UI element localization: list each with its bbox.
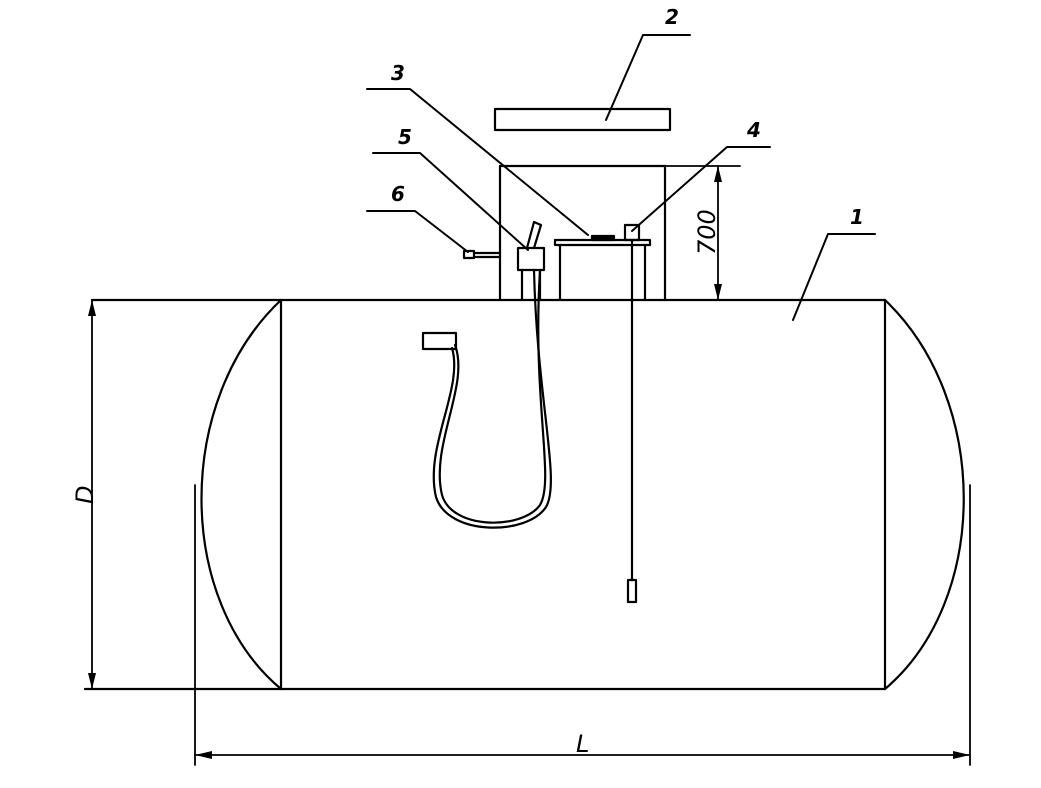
manhole-cover [493, 107, 672, 132]
leader-1 [792, 233, 876, 321]
hose-outer [438, 268, 547, 524]
suction-assembly [516, 220, 546, 302]
arrow-700-bottom [714, 284, 722, 300]
hose-inner [432, 268, 552, 529]
arrow-l-left [195, 751, 212, 759]
arrow-d-top [88, 300, 96, 316]
vent-pipe [462, 249, 502, 260]
callout-6: 6 [391, 182, 405, 206]
arrowheads [88, 166, 970, 759]
leader-3 [366, 88, 589, 236]
gauge-float [626, 578, 638, 604]
dim-700-label: 700 [693, 209, 721, 255]
right-head [883, 298, 965, 691]
leader-lines [366, 34, 876, 321]
suction-hose [432, 268, 552, 529]
arrow-l-right [953, 751, 970, 759]
callout-3: 3 [391, 61, 405, 85]
arrow-d-bottom [88, 673, 96, 689]
manhole-neck [498, 164, 667, 302]
leader-4 [631, 146, 771, 232]
leader-6 [366, 210, 469, 253]
leader-2 [605, 34, 691, 121]
valve-box [516, 246, 546, 272]
dimension-lines [91, 165, 971, 766]
callout-5: 5 [398, 125, 412, 149]
level-gauge [623, 223, 641, 604]
valve-handle [525, 220, 543, 250]
inner-manhole [553, 234, 652, 302]
leader-5 [372, 152, 529, 251]
hose-end-filter [421, 331, 458, 351]
callout-4: 4 [746, 118, 761, 142]
tank-body [83, 298, 965, 691]
callout-1: 1 [850, 205, 864, 229]
dim-l-label: L [576, 730, 589, 758]
flange-cap [590, 234, 616, 242]
dim-d-label: D [71, 486, 99, 504]
left-head [200, 298, 283, 691]
vent-cap [462, 249, 476, 260]
arrow-700-top [714, 166, 722, 182]
callout-2: 2 [665, 5, 679, 29]
